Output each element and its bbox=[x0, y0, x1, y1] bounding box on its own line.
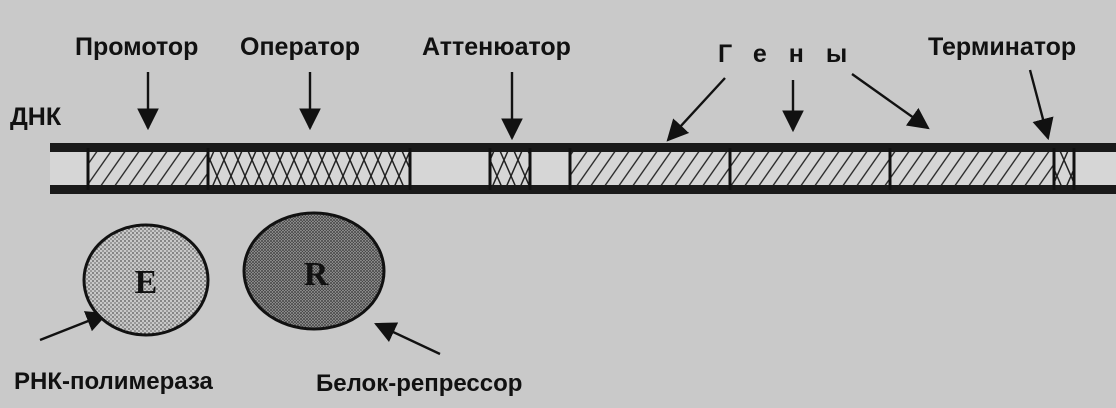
promoter-label: Промотор bbox=[75, 33, 199, 61]
rna-polymerase-shape: E bbox=[82, 223, 210, 337]
enzyme-letter: E bbox=[135, 264, 158, 301]
operator-segment bbox=[208, 152, 410, 185]
genes-label: Гены bbox=[718, 40, 870, 68]
repressor-ellipse bbox=[242, 211, 386, 331]
enzyme-ellipse bbox=[82, 223, 210, 337]
operator-label: Оператор bbox=[240, 33, 361, 61]
rna-polymerase-label: РНК-полимераза bbox=[14, 368, 213, 395]
terminator-arrow bbox=[1028, 69, 1054, 141]
dna-bottom-rail bbox=[50, 185, 1116, 194]
terminator-label: Терминатор bbox=[928, 33, 1077, 61]
repressor-arrow bbox=[374, 322, 441, 356]
attenuator-label: Аттенюатор bbox=[422, 33, 571, 61]
repressor-shape: R bbox=[242, 211, 386, 331]
gene-arrow-3 bbox=[851, 73, 930, 130]
repressor-label: Белок-репрессор bbox=[316, 370, 523, 397]
attenuator-segment bbox=[490, 152, 530, 185]
promoter-segment bbox=[88, 152, 208, 185]
rna-polymerase-arrow bbox=[39, 311, 109, 342]
dna-top-rail bbox=[50, 143, 1116, 152]
repressor-letter: R bbox=[304, 256, 329, 293]
label-arrows bbox=[39, 69, 1054, 356]
dna-strand bbox=[50, 143, 1116, 194]
gene-arrow-1 bbox=[666, 77, 726, 142]
genes-segment bbox=[570, 152, 1054, 185]
terminator-segment bbox=[1054, 152, 1074, 185]
dna-label: ДНК bbox=[10, 103, 62, 131]
